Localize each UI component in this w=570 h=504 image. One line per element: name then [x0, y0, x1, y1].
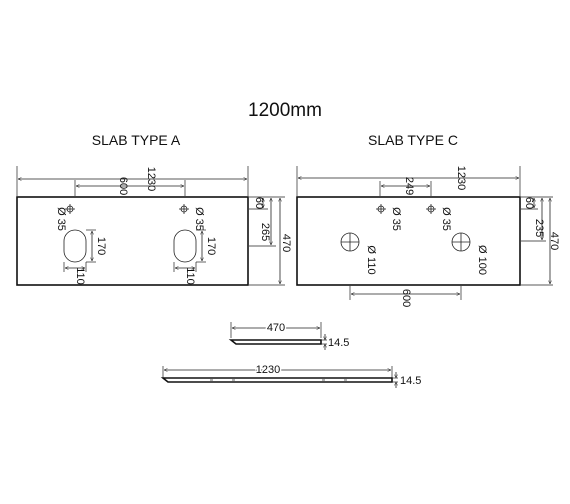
- slab-c-outline: [296, 196, 521, 286]
- slab-c-hole-left-label: Ø 110: [365, 245, 377, 274]
- slab-c-top-offset-value: 60: [523, 197, 535, 209]
- slab-a-label: SLAB TYPE A: [92, 132, 181, 148]
- slab-c-label: SLAB TYPE C: [368, 132, 458, 148]
- slab-c-depth-value: 470: [548, 232, 560, 250]
- slab-c-tap-left-label: Ø 35: [390, 207, 402, 231]
- slab-a-tap-hole-right: [179, 204, 189, 214]
- slab-a-bowl-width-left: 110: [74, 267, 86, 285]
- slab-c-hole-left: [340, 232, 360, 252]
- slab-a-bowl-left: [63, 229, 87, 263]
- slab-c-tap-hole-right: [426, 204, 436, 214]
- slab-c-tap-right-label: Ø 35: [440, 207, 452, 231]
- slab-type-a: SLAB TYPE A 1230 600 Ø 35 170 110: [16, 132, 292, 286]
- slab-a-bowl-width-right: 110: [184, 267, 196, 285]
- slab-a-outline: [16, 196, 249, 286]
- slab-a-depth-value: 470: [280, 234, 292, 252]
- slab-c-tap-spacing-value: 249: [403, 177, 415, 195]
- profile-width-view: 1230 14.5: [160, 363, 421, 388]
- slab-type-c: SLAB TYPE C 1230 249 Ø 35 Ø 35: [296, 132, 560, 307]
- profile-depth-thickness-value: 14.5: [328, 337, 349, 349]
- profile-width-slab: [160, 377, 393, 383]
- slab-c-hole-right-label: Ø 100: [476, 245, 488, 275]
- slab-c-hole-right: [451, 232, 471, 252]
- slab-a-bowl-right: [173, 229, 197, 263]
- profile-width-length-value: 1230: [256, 364, 280, 376]
- slab-c-tap-hole-left: [376, 204, 386, 214]
- slab-c-hole-offset-value: 235: [533, 219, 545, 237]
- profile-depth-length-value: 470: [267, 322, 285, 334]
- slab-a-width-value: 1230: [145, 167, 157, 191]
- profile-depth-slab: [228, 339, 322, 345]
- slab-a-bowl-height-left: 170: [95, 237, 107, 255]
- slab-a-tap-right-label: Ø 35: [193, 207, 205, 231]
- slab-a-tap-hole-left: [65, 204, 75, 214]
- profile-width-thickness-value: 14.5: [400, 375, 421, 387]
- profile-depth-view: 470 14.5: [228, 321, 349, 350]
- drawing-title: 1200mm: [248, 100, 322, 121]
- slab-a-top-offset-value: 60: [253, 197, 265, 209]
- slab-c-hole-spacing-value: 600: [400, 289, 412, 307]
- slab-c-width-value: 1230: [455, 166, 467, 190]
- slab-a-bowl-height-right: 170: [205, 237, 217, 255]
- slab-a-hole-spacing-value: 600: [117, 177, 129, 195]
- slab-a-tap-left-label: Ø 35: [55, 207, 67, 231]
- slab-a-bowl-offset-value: 265: [259, 223, 271, 241]
